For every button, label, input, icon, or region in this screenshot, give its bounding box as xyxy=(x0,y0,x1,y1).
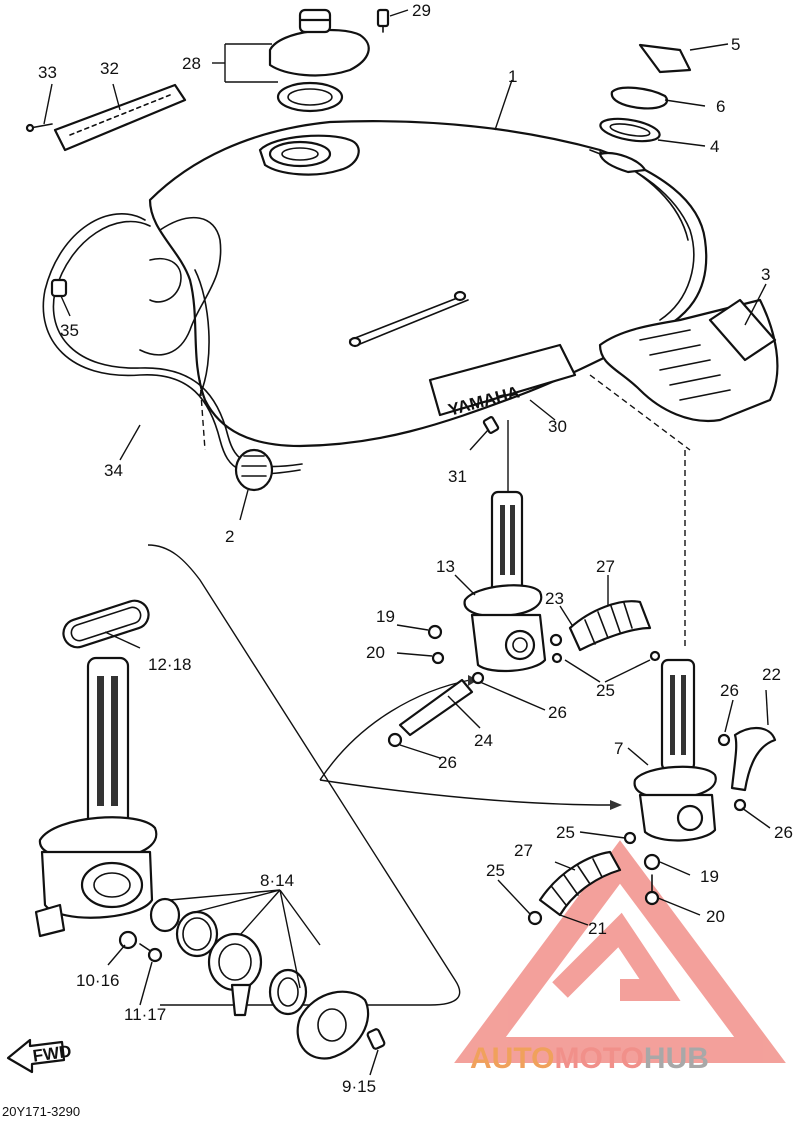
damper-6 xyxy=(610,86,668,110)
callout-21: 21 xyxy=(588,919,607,938)
svg-text:AUTOMOTOHUB: AUTOMOTOHUB xyxy=(470,1042,709,1075)
fuel-cock-13 xyxy=(463,490,547,673)
watermark-auto: AUTO xyxy=(470,1042,554,1075)
guide-line xyxy=(589,374,691,451)
washer-10-16 xyxy=(118,930,138,950)
washer-19 xyxy=(643,853,661,871)
callout-25: 25 xyxy=(486,861,505,880)
callout-27: 27 xyxy=(596,557,615,576)
callout-20: 20 xyxy=(366,643,385,662)
vacuum-hose-27-lower xyxy=(538,850,622,917)
callout-1: 1 xyxy=(508,67,517,86)
guide-line xyxy=(199,379,206,451)
callout-33: 33 xyxy=(38,63,57,82)
callout-5: 5 xyxy=(731,35,740,54)
gasket-strip xyxy=(53,83,187,152)
fuel-tank xyxy=(139,120,708,448)
bolt-29 xyxy=(376,8,390,33)
callout-26: 26 xyxy=(438,753,457,772)
bracket-5 xyxy=(638,43,692,74)
fwd-label: FWD xyxy=(32,1042,73,1066)
hose-clip xyxy=(387,732,403,748)
fuel-hose-24 xyxy=(398,678,474,737)
callout-3: 3 xyxy=(761,265,770,284)
drain-cap xyxy=(234,448,274,492)
hose-clip xyxy=(717,733,731,747)
watermark-moto: MOTO xyxy=(554,1042,643,1075)
fuel-cap-assembly xyxy=(268,8,370,113)
oring-12-18 xyxy=(62,599,150,649)
screw-31 xyxy=(482,416,500,434)
callout-26: 26 xyxy=(548,703,567,722)
callout-35: 35 xyxy=(60,321,79,340)
callout-8-14: 8·14 xyxy=(260,871,294,890)
hose-clip xyxy=(431,651,445,665)
arrowhead xyxy=(610,800,622,810)
screw-11-17 xyxy=(139,943,163,963)
screw-33 xyxy=(25,123,53,133)
hose-clip xyxy=(551,652,563,664)
pointer-arc xyxy=(319,679,471,781)
breather-hose xyxy=(42,213,303,475)
diagram-code: 20Y171-3290 xyxy=(2,1104,80,1119)
callout-26: 26 xyxy=(774,823,793,842)
callout-7: 7 xyxy=(614,739,623,758)
callout-25: 25 xyxy=(596,681,615,700)
callout-13: 13 xyxy=(436,557,455,576)
watermark-text: AUTOMOTOHUB xyxy=(470,1042,709,1075)
hose-clip xyxy=(427,624,443,640)
fuel-cock-7 xyxy=(633,658,717,842)
callout-11-17: 11·17 xyxy=(124,1005,166,1024)
callout-12-18: 12·18 xyxy=(148,655,191,674)
callout-19: 19 xyxy=(700,867,719,886)
callout-22: 22 xyxy=(762,665,781,684)
cover-plate-9-15 xyxy=(296,990,370,1060)
callout-34: 34 xyxy=(104,461,123,480)
callout-19: 19 xyxy=(376,607,395,626)
watermark-hub: HUB xyxy=(644,1042,709,1075)
vacuum-hose-27 xyxy=(568,600,652,652)
callout-20: 20 xyxy=(706,907,725,926)
callout-4: 4 xyxy=(710,137,719,156)
callout-labels: 29 5 28 33 32 1 6 4 3 35 30 31 34 2 13 2… xyxy=(38,1,793,1096)
section-divider xyxy=(147,544,461,1006)
hose-22 xyxy=(730,727,777,792)
tank-side-cover xyxy=(598,298,779,423)
callout-32: 32 xyxy=(100,59,119,78)
hose-clip xyxy=(549,633,563,647)
callout-6: 6 xyxy=(716,97,725,116)
callout-30: 30 xyxy=(548,417,567,436)
callout-2: 2 xyxy=(225,527,234,546)
callout-10-16: 10·16 xyxy=(76,971,119,990)
callout-28: 28 xyxy=(182,54,201,73)
callout-29: 29 xyxy=(412,1,431,20)
hose-clip xyxy=(649,650,661,662)
pointer-arc xyxy=(319,779,611,806)
hose-clip xyxy=(527,910,543,926)
hose-clip xyxy=(471,671,485,685)
callout-24: 24 xyxy=(474,731,493,750)
hose-clip xyxy=(623,831,637,845)
fuel-cock-body-left xyxy=(34,656,158,938)
fwd-arrow-icon: FWD xyxy=(6,1038,73,1074)
grommet-4 xyxy=(599,117,661,143)
callout-26: 26 xyxy=(720,681,739,700)
callout-27: 27 xyxy=(514,841,533,860)
callout-23: 23 xyxy=(545,589,564,608)
screw-9-15 xyxy=(366,1028,386,1050)
clip-35 xyxy=(50,278,68,298)
callout-31: 31 xyxy=(448,467,467,486)
callout-9-15: 9·15 xyxy=(342,1077,376,1096)
callout-25: 25 xyxy=(556,823,575,842)
diaphragm-8-14 xyxy=(149,897,308,1017)
leader-lines xyxy=(43,9,771,1076)
watermark-logo xyxy=(454,840,786,1063)
